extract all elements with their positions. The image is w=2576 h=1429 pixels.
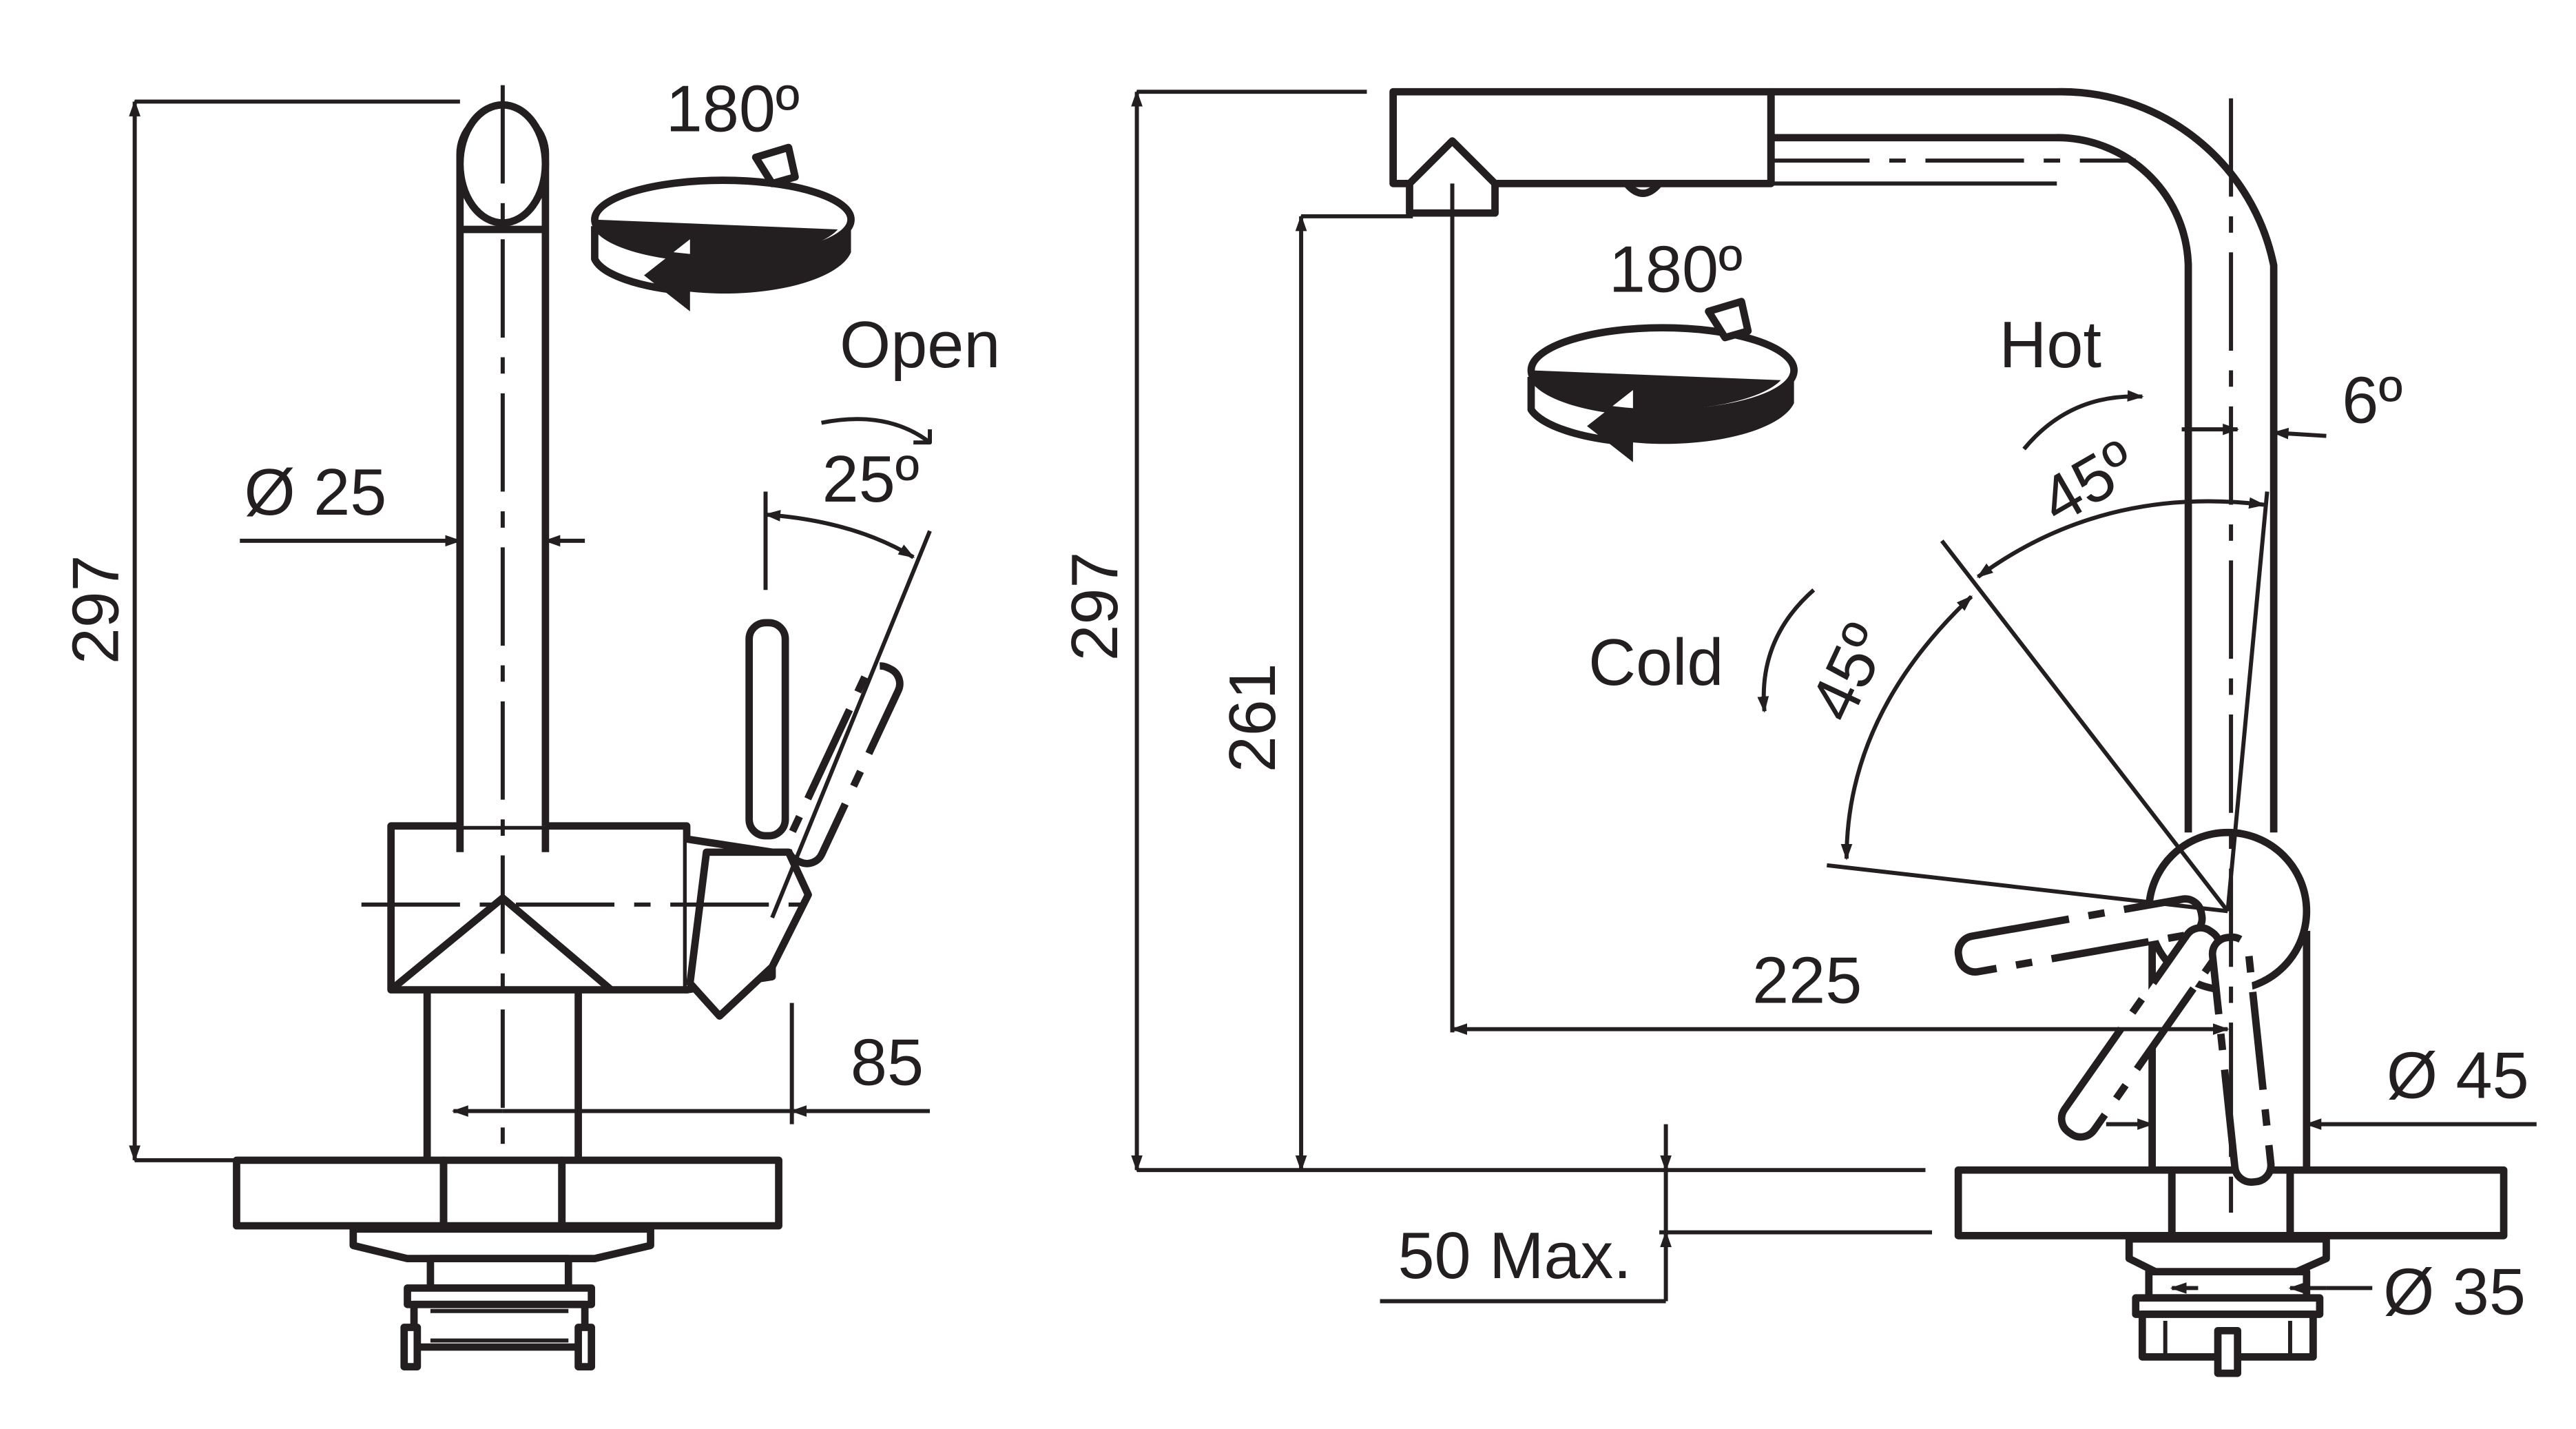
front-mounting-kit	[2125, 1235, 2330, 1377]
side-base	[423, 989, 582, 1160]
side-swivel-icon	[591, 143, 855, 311]
side-open-angle-dimension	[763, 491, 932, 919]
side-diameter-label: Ø 25	[245, 456, 387, 529]
front-cold-label: Cold	[1588, 626, 1723, 699]
side-open-arrow	[821, 417, 933, 445]
front-lever-cold	[1954, 895, 2206, 976]
front-counter-thickness-dimension	[1380, 1124, 1672, 1304]
front-counter-thickness-label: 50 Max.	[1398, 1220, 1631, 1293]
side-view: 297 Ø 25 180º Open 25º	[60, 72, 1000, 1370]
front-swivel-label: 180º	[1609, 233, 1743, 306]
side-height-dimension	[129, 99, 460, 1162]
front-lever-hot	[2208, 933, 2275, 1186]
side-lever-open	[784, 662, 904, 867]
front-hot-arrow	[2022, 390, 2144, 451]
front-angle-dimensions	[1827, 423, 2327, 914]
front-height-label: 297	[1059, 552, 1132, 661]
front-outlet-height-label: 261	[1216, 663, 1289, 772]
front-hole-diameter-label: Ø 35	[2383, 1256, 2526, 1329]
side-swivel-label: 180º	[666, 72, 800, 145]
side-open-angle-label: 25º	[822, 443, 920, 516]
front-countertop	[1136, 1166, 2508, 1240]
front-hot-label: Hot	[1999, 309, 2101, 382]
front-spout	[1389, 88, 2278, 833]
front-height-dimension	[1131, 90, 1367, 1172]
front-cold-arrow	[1757, 588, 1816, 713]
front-tilt-angle-label: 6º	[2342, 364, 2402, 438]
side-open-label: Open	[840, 309, 1000, 382]
side-height-label: 297	[60, 555, 133, 664]
side-lever-socket	[686, 848, 812, 1020]
side-mounting-kit	[349, 1225, 654, 1370]
front-body-diameter-label: Ø 45	[2387, 1040, 2529, 1113]
front-hot-angle-label: 45º	[2028, 426, 2149, 538]
front-reach-label: 225	[1752, 945, 1862, 1018]
side-reach-label: 85	[851, 1027, 924, 1100]
side-countertop	[134, 1156, 782, 1230]
front-swivel-icon	[1527, 298, 1798, 462]
front-cold-angle-label: 45º	[1796, 613, 1903, 732]
front-outlet-height-dimension	[1295, 214, 1413, 1172]
side-lever-closed	[745, 619, 789, 840]
front-view: 297 261 225 180º Hot Cold	[1059, 88, 2537, 1377]
side-reach-dimension	[451, 1003, 931, 1124]
